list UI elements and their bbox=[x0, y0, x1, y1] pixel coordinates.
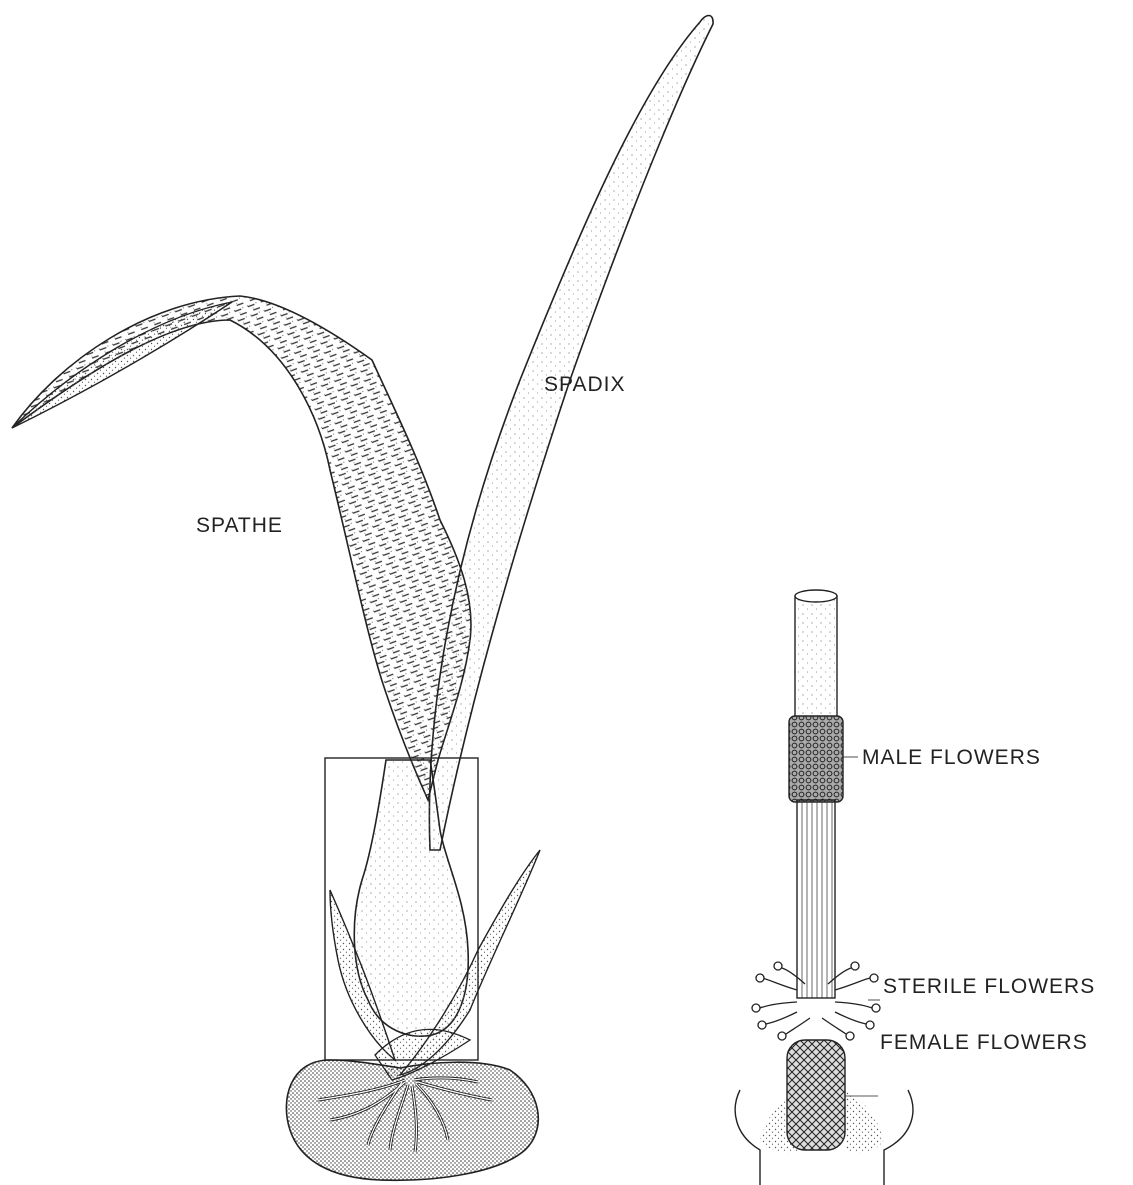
detail-stalk bbox=[797, 800, 835, 998]
spathe bbox=[12, 296, 471, 800]
spathe-label: SPATHE bbox=[196, 515, 283, 536]
sterile-flowers-label: STERILE FLOWERS bbox=[883, 976, 1095, 997]
detail-spadix-top bbox=[795, 590, 837, 718]
female-flowers-label: FEMALE FLOWERS bbox=[880, 1032, 1088, 1053]
corm bbox=[286, 1060, 538, 1180]
spadix-label: SPADIX bbox=[544, 374, 625, 395]
detail-female-flowers bbox=[787, 1040, 845, 1150]
detail-male-flowers bbox=[789, 716, 843, 802]
spadix bbox=[429, 16, 713, 851]
male-flowers-label: MALE FLOWERS bbox=[862, 747, 1041, 768]
label-leaders bbox=[843, 757, 880, 1096]
